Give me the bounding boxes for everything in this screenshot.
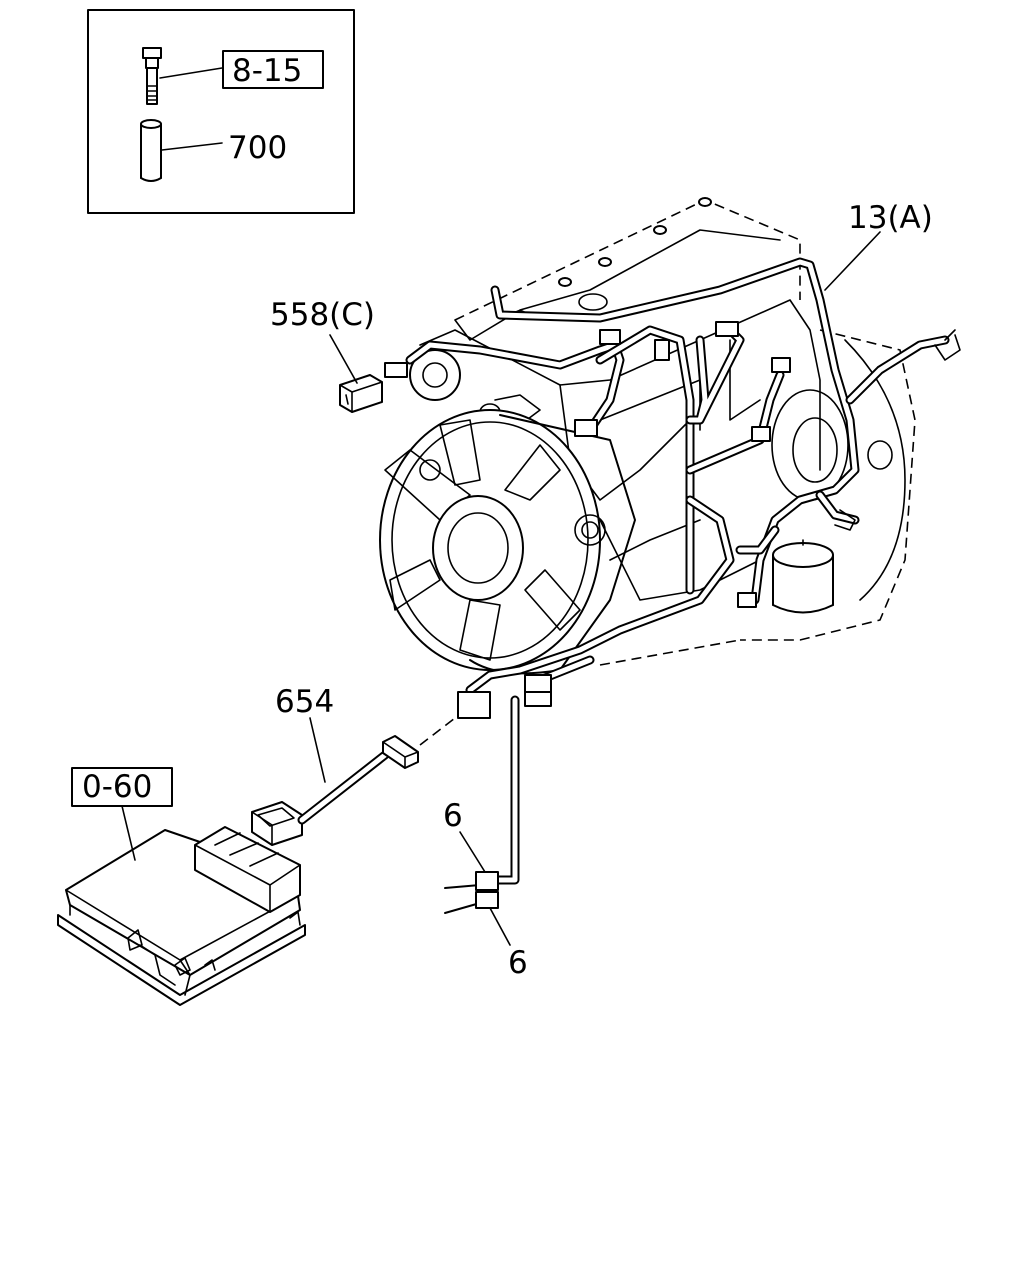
harness-connector — [384, 362, 408, 378]
bolt-part-label: 8-15 — [232, 53, 302, 89]
starter-motor — [772, 539, 834, 614]
ecu-part-label: 0-60 — [82, 769, 152, 805]
harness-connector — [524, 691, 552, 707]
clip-assembly — [444, 831, 511, 946]
clip-upper — [475, 871, 499, 891]
sleeve-illustration — [140, 119, 162, 182]
inset-panel — [87, 9, 355, 214]
connector-part-label: 558(C) — [270, 297, 375, 333]
main-harness — [384, 257, 961, 885]
harness-part-label: 13(A) — [848, 200, 933, 236]
harness-leader — [824, 231, 881, 291]
harness-connector — [574, 419, 598, 437]
bolt-callout-box — [222, 50, 324, 89]
clip-upper-label: 6 — [443, 798, 463, 834]
clip-lower-label: 6 — [508, 945, 528, 981]
harness-connector — [751, 426, 771, 442]
harness-connector — [654, 339, 670, 361]
harness-connector — [715, 321, 739, 337]
sub-harness-part-label: 654 — [275, 684, 334, 720]
ecu-module — [57, 767, 306, 1006]
harness-connector — [457, 691, 491, 719]
engine-assembly — [409, 197, 916, 666]
harness-connector — [771, 357, 791, 373]
sleeve-part-label: 700 — [228, 130, 287, 166]
connector-558c — [329, 334, 383, 413]
harness-connector — [599, 329, 621, 345]
harness-connector — [737, 592, 757, 608]
clip-lower — [475, 891, 499, 909]
sub-harness-654 — [251, 717, 456, 846]
ecu-callout-box — [71, 767, 173, 807]
cooling-fan — [379, 409, 636, 675]
bolt-illustration — [142, 47, 162, 105]
